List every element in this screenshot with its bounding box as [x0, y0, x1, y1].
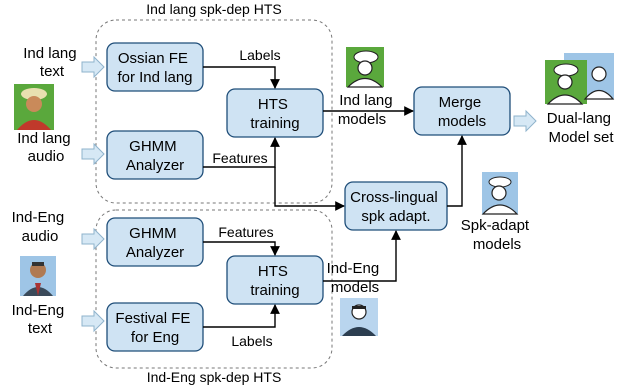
node-hts-ind [226, 88, 324, 138]
group-ind-eng-title: Ind-Eng spk-dep HTS [147, 369, 282, 385]
node-merge [413, 86, 511, 136]
input-arrow-ind-audio [81, 142, 105, 166]
dual-speaker-sketch-icon [545, 53, 615, 105]
node-ossian-fe-label: Ossian FE for Ind lang [117, 50, 192, 86]
input-eng-text-label: Ind-Eng text [12, 302, 69, 337]
node-festival-fe-label: Festival FE for Eng [115, 310, 194, 346]
input-ind-audio-label: Ind lang audio [17, 130, 75, 165]
input-eng-audio-label: Ind-Eng audio [12, 209, 69, 245]
english-speaker-photo [20, 256, 56, 296]
edge-label-labels-ind: Labels [239, 47, 280, 63]
adapted-speaker-sketch-icon [481, 172, 519, 215]
input-arrow-eng-text [81, 309, 105, 333]
group-ind-eng-hts [95, 209, 333, 369]
node-hts-eng [226, 255, 324, 305]
edge-festival-to-hts-eng [203, 304, 280, 328]
input-arrow-eng-audio [81, 227, 105, 251]
edge-label-features-eng: Features [218, 224, 273, 240]
edge-label-labels-eng: Labels [231, 333, 272, 349]
input-arrow-ind-text [81, 55, 105, 79]
input-ind-text-label: Ind lang text [23, 45, 81, 80]
output-arrow-dual [513, 109, 537, 133]
group-ind-lang-title: Ind lang spk-dep HTS [146, 1, 281, 17]
speaker-sketch-icon [346, 47, 384, 88]
edge-label-ind-models: Ind lang models [338, 92, 397, 128]
output-dual-lang-label: Dual-lang Model set [547, 110, 615, 146]
node-cross-lingual-label: Cross-lingual spk adapt. [350, 189, 442, 225]
output-spk-adapt-label: Spk-adapt models [461, 217, 534, 253]
node-ghmm-eng-label: GHMM Analyzer [126, 225, 184, 261]
edge-ossian-to-hts-ind [203, 66, 280, 89]
english-speaker-sketch-icon [340, 298, 378, 336]
node-ghmm-ind-label: GHMM Analyzer [126, 138, 184, 174]
edge-hts-eng-to-cross-lingual [323, 230, 401, 282]
node-hts-ind-label: HTS training [250, 96, 299, 132]
node-merge-label: Merge models [438, 94, 486, 130]
group-ind-lang-hts [95, 19, 333, 204]
edge-label-features-ind: Features [212, 150, 267, 166]
edge-ghmm-ind-to-cross-lingual [274, 167, 345, 211]
indian-speaker-photo [14, 84, 54, 130]
edge-label-eng-models: Ind-Eng models [327, 260, 384, 296]
node-hts-eng-label: HTS training [250, 263, 299, 299]
node-ghmm-ind [106, 130, 204, 180]
edge-ghmm-eng-to-hts-eng [203, 241, 280, 256]
edge-cross-lingual-to-merge [447, 135, 467, 207]
